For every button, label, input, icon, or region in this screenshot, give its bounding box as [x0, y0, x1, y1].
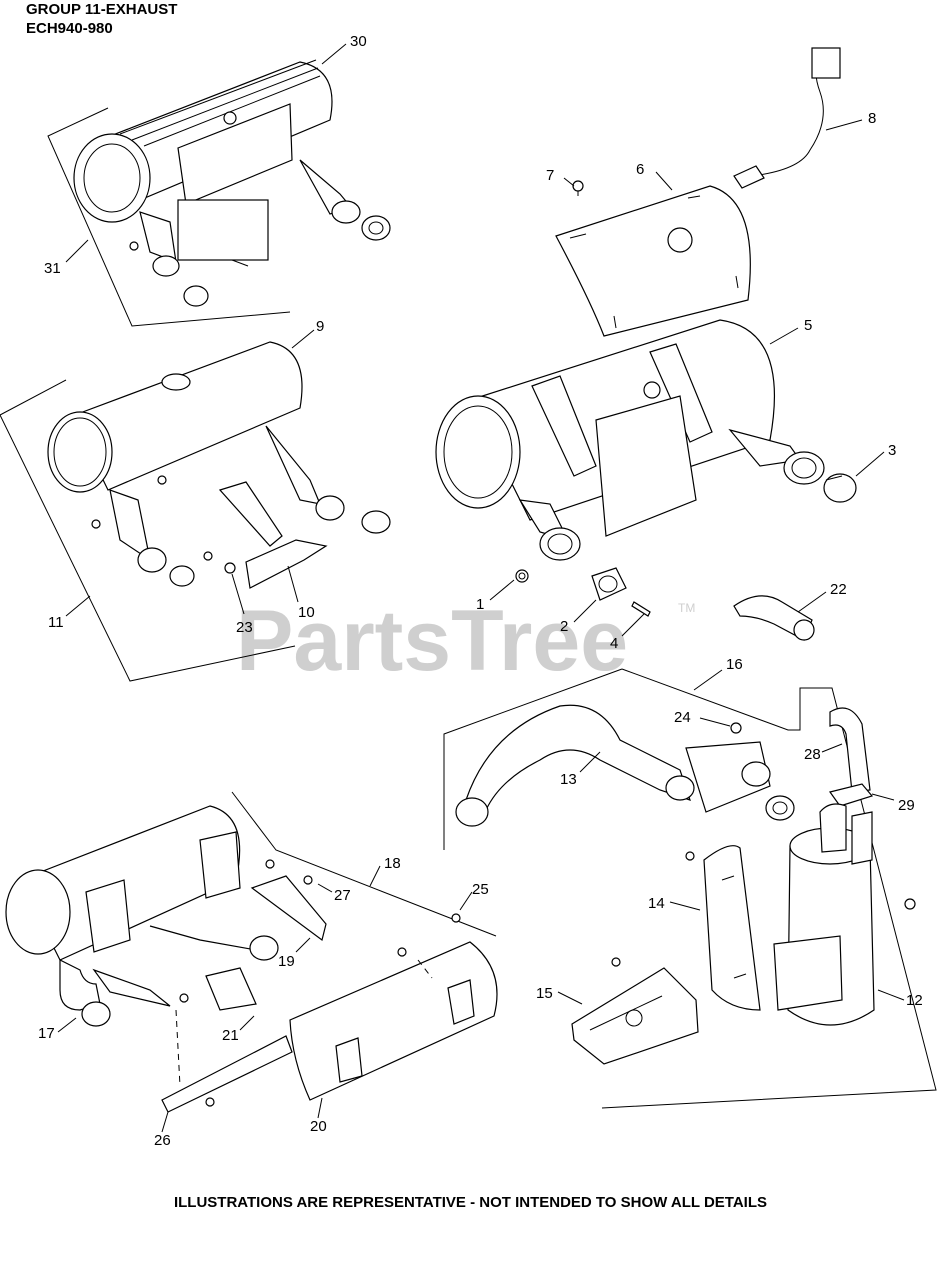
muffler-assembly-9 — [47, 341, 391, 589]
muffler-12 — [773, 803, 916, 1026]
callout-14: 14 — [648, 895, 665, 912]
callout-25: 25 — [472, 881, 489, 898]
callout-labels: 30 31 9 11 10 23 5 6 7 8 3 1 2 4 22 16 2… — [38, 33, 923, 1149]
callout-2: 2 — [560, 618, 568, 635]
clamp-22 — [733, 595, 815, 641]
callout-22: 22 — [830, 581, 847, 598]
callout-10: 10 — [298, 604, 315, 621]
callout-12: 12 — [906, 992, 923, 1009]
bracket-15 — [571, 957, 699, 1065]
callout-16: 16 — [726, 656, 743, 673]
callout-20: 20 — [310, 1118, 327, 1135]
bracket-21 — [205, 967, 257, 1011]
callout-1: 1 — [476, 596, 484, 613]
muffler-assembly-5 — [435, 319, 825, 561]
exhaust-gasket-2 — [591, 567, 627, 601]
callout-24: 24 — [674, 709, 691, 726]
muffler-assembly-30 — [73, 59, 391, 307]
heat-shield-6 — [555, 185, 751, 337]
callout-8: 8 — [868, 110, 876, 127]
gasket-13b — [765, 795, 795, 821]
callout-30: 30 — [350, 33, 367, 50]
disclaimer-note: ILLUSTRATIONS ARE REPRESENTATIVE - NOT I… — [173, 1194, 768, 1211]
callout-15: 15 — [536, 985, 553, 1002]
exhaust-port-liner-3 — [823, 473, 857, 503]
elbow-28 — [829, 707, 871, 793]
callout-26: 26 — [154, 1132, 171, 1149]
callout-21: 21 — [222, 1027, 239, 1044]
group-frame-31 — [47, 107, 291, 327]
clamp-29 — [828, 783, 874, 807]
callout-23: 23 — [236, 619, 253, 636]
screw-7 — [572, 180, 584, 196]
watermark-trademark: TM — [678, 601, 695, 615]
callout-13: 13 — [560, 771, 577, 788]
callout-19: 19 — [278, 953, 295, 970]
callout-11: 11 — [48, 614, 64, 631]
exhaust-pipe-13 — [455, 704, 771, 827]
muffler-assembly-17 — [5, 805, 279, 1027]
callout-3: 3 — [888, 442, 896, 459]
callout-28: 28 — [804, 746, 821, 763]
callout-4: 4 — [610, 635, 618, 652]
model-range: ECH940-980 — [26, 20, 113, 37]
heat-shield-14 — [685, 845, 761, 1011]
callout-27: 27 — [334, 887, 351, 904]
group-title: GROUP 11-EXHAUST — [26, 1, 178, 18]
group-frame-18 — [231, 791, 497, 937]
callout-18: 18 — [384, 855, 401, 872]
group-frame-11 — [0, 379, 296, 682]
bracket-26 — [161, 1009, 293, 1113]
watermark-brand: PartsTree — [236, 593, 628, 689]
callout-5: 5 — [804, 317, 812, 334]
callout-31: 31 — [44, 260, 61, 277]
callout-6: 6 — [636, 161, 644, 178]
screw-24 — [730, 722, 742, 734]
watermark: PartsTree TM — [236, 593, 695, 689]
callout-29: 29 — [898, 797, 915, 814]
hex-nut-1 — [515, 569, 529, 583]
leader-lines — [57, 43, 905, 1133]
heat-shield-20 — [289, 913, 498, 1101]
group-frame-16 — [443, 668, 937, 1109]
callout-9: 9 — [316, 318, 324, 335]
stud-4 — [631, 601, 651, 617]
oxygen-sensor-8 — [733, 47, 841, 189]
bracket-19 — [250, 859, 327, 942]
callout-17: 17 — [38, 1025, 55, 1042]
callout-7: 7 — [546, 167, 554, 184]
